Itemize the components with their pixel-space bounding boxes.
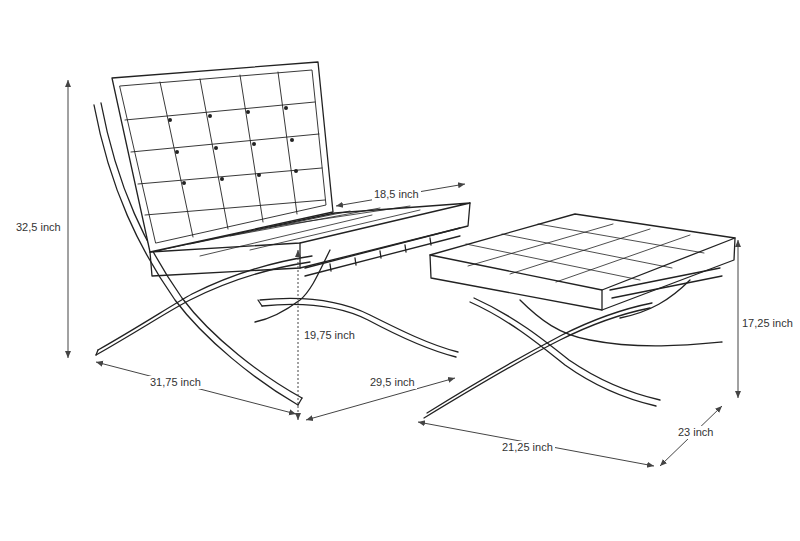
- dimension-label: 21,25 inch: [500, 441, 555, 454]
- dimension-label: 23 inch: [676, 426, 715, 439]
- dimension-label: 29,5 inch: [368, 376, 417, 389]
- dimension-label: 32,5 inch: [14, 221, 63, 234]
- dimension-label: 31,75 inch: [148, 376, 203, 389]
- dimension-label: 18,5 inch: [372, 188, 421, 201]
- dimension-label: 19,75 inch: [302, 329, 357, 342]
- dimension-label: 17,25 inch: [740, 317, 795, 330]
